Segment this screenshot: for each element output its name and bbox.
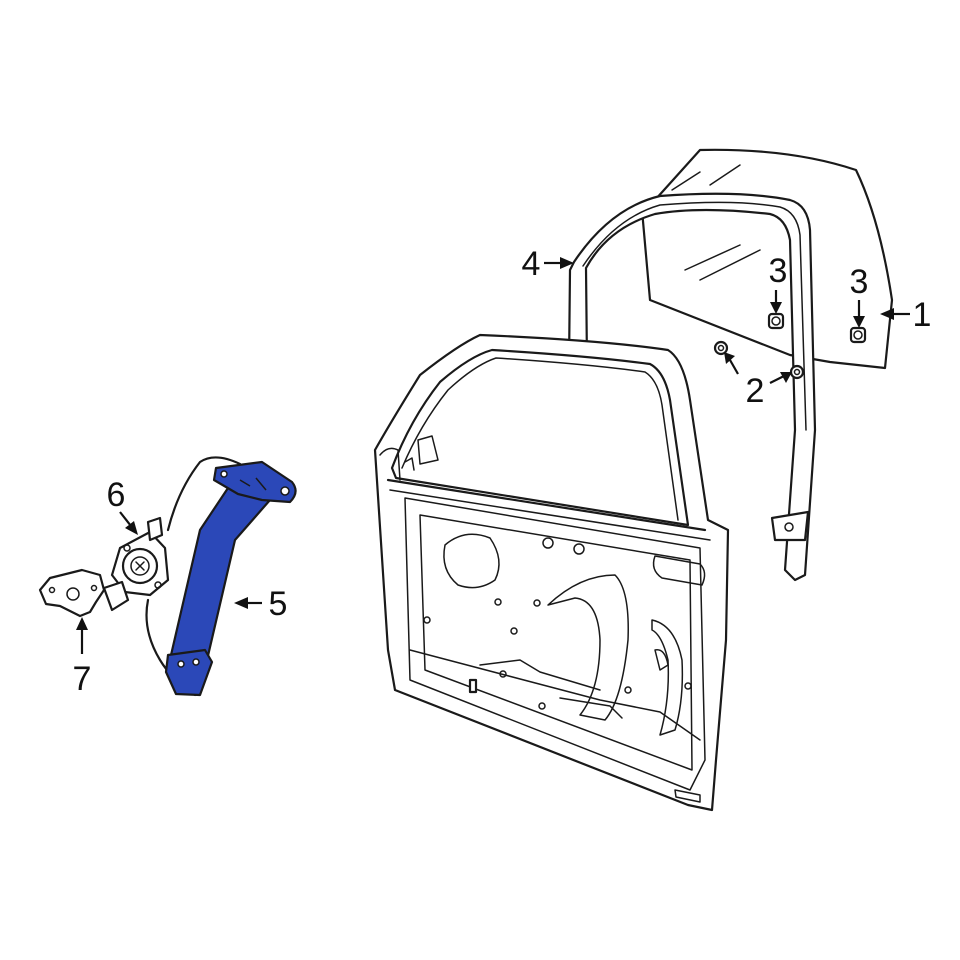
- motor-bracket[interactable]: [38, 568, 106, 618]
- callout-label-3-left: 3: [769, 252, 788, 290]
- front-door-shell: [373, 333, 730, 812]
- callout-label-4: 4: [522, 245, 541, 283]
- callout-label-3-right: 3: [850, 263, 869, 301]
- glass-bolt-right[interactable]: [849, 326, 867, 344]
- callout-label-1: 1: [913, 296, 932, 334]
- callout-label-6: 6: [107, 476, 126, 514]
- nut-right[interactable]: [789, 364, 805, 380]
- callout-label-5: 5: [269, 585, 288, 623]
- nut-left[interactable]: [713, 340, 729, 356]
- glass-bolt-left[interactable]: [767, 312, 785, 330]
- window-motor[interactable]: [102, 516, 170, 612]
- callout-label-7: 7: [73, 660, 92, 698]
- window-regulator[interactable]: [145, 456, 297, 697]
- callout-leaders: [76, 257, 910, 654]
- callout-label-2: 2: [746, 372, 765, 410]
